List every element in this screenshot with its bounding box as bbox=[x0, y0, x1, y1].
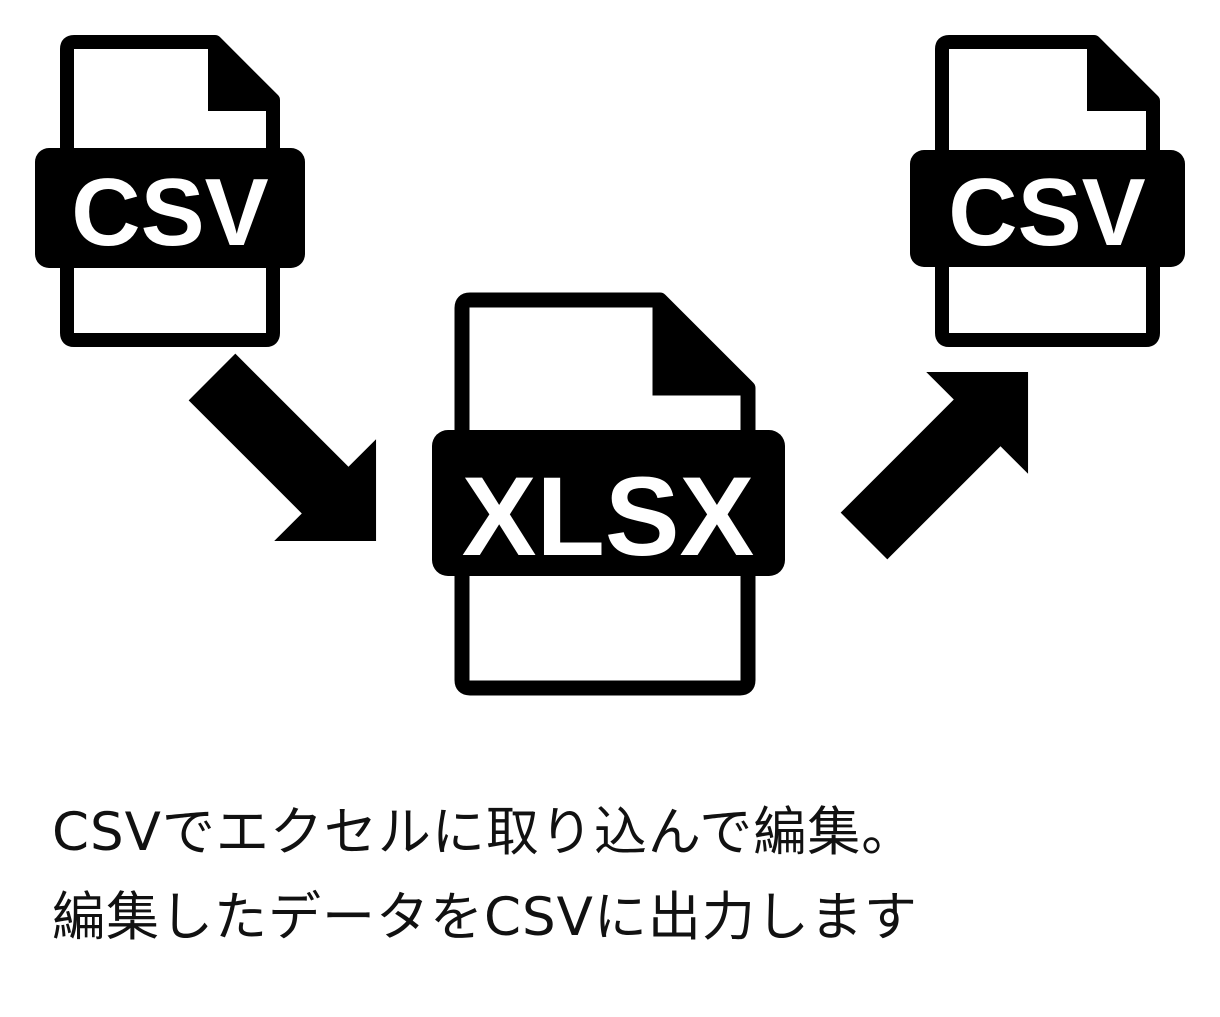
arrow-up-right-icon bbox=[840, 371, 1029, 560]
source-file-label: CSV bbox=[71, 159, 268, 266]
caption-line-1: CSVでエクセルに取り込んで編集。 bbox=[52, 802, 916, 863]
middle-file-label: XLSX bbox=[462, 454, 755, 579]
csv-file-icon-output: CSV bbox=[910, 35, 1185, 347]
arrow-down-right-icon bbox=[188, 353, 377, 542]
xlsx-file-icon: XLSX bbox=[432, 292, 785, 696]
output-file-label: CSV bbox=[948, 159, 1145, 266]
csv-file-icon-source: CSV bbox=[35, 35, 305, 347]
caption-line-2: 編集したデータをCSVに出力します bbox=[52, 887, 918, 948]
